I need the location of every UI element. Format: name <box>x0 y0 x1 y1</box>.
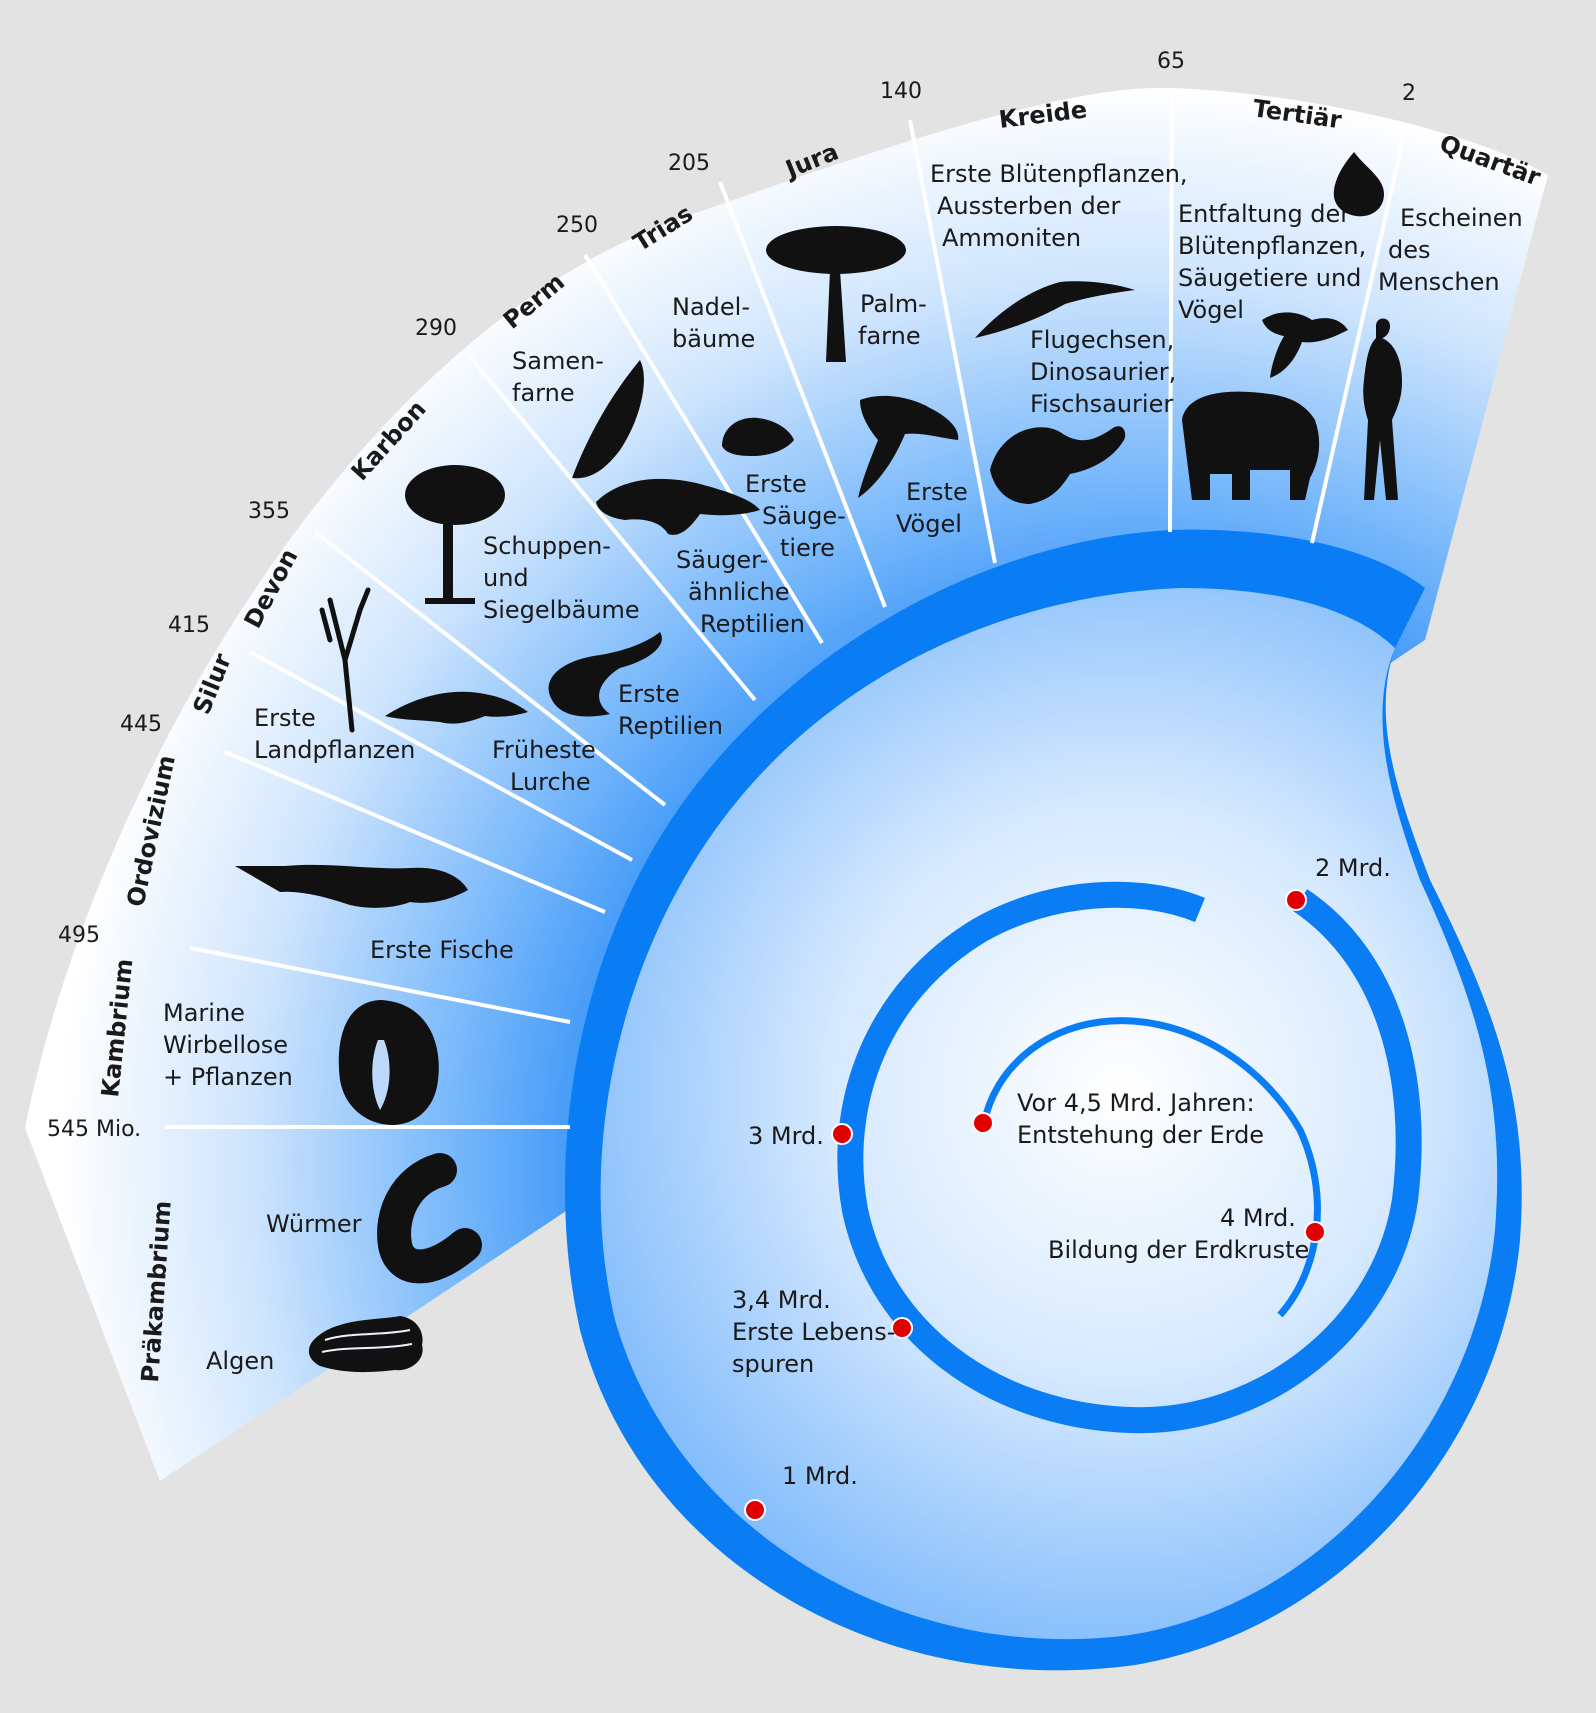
event-perm-3: Säuger- <box>676 546 768 574</box>
amphibian-icon <box>385 691 528 724</box>
event-labels: Würmer Algen Marine Wirbellose + Pflanze… <box>163 160 1523 1375</box>
marker-dot-origin <box>972 1112 994 1134</box>
bird-icon <box>1262 312 1348 378</box>
event-quartar-2: des <box>1388 236 1431 264</box>
marker-dot-4mrd <box>1304 1221 1326 1243</box>
event-trias-5: tiere <box>780 534 835 562</box>
event-trias-3: Erste <box>745 470 807 498</box>
sauropod-icon <box>990 426 1126 504</box>
marker-4mrd-line1: 4 Mrd. <box>1220 1204 1296 1232</box>
boundary-495: 495 <box>58 923 100 948</box>
pterosaur-icon <box>975 281 1135 338</box>
synapsid-icon <box>596 478 760 535</box>
event-kambrium-2: Wirbellose <box>163 1031 288 1059</box>
marker-dot-3mrd <box>831 1123 853 1145</box>
marker-4mrd-line2: Bildung der Erdkruste <box>1048 1236 1309 1264</box>
event-karbon-2: und <box>483 564 529 592</box>
algae-icon <box>308 1316 423 1373</box>
event-jura-4: Vögel <box>896 510 962 538</box>
event-worms: Würmer <box>266 1210 362 1238</box>
marker-2mrd-label: 2 Mrd. <box>1315 854 1391 882</box>
boundary-445: 445 <box>120 712 162 737</box>
event-kreide-6: Fischsaurier <box>1030 390 1173 418</box>
boundary-545: 545 Mio. <box>47 1117 141 1142</box>
event-perm-4: ähnliche <box>688 578 790 606</box>
boundary-250: 250 <box>556 213 598 238</box>
early-plant-icon <box>319 587 371 733</box>
event-karbon-3: Siegelbäume <box>483 596 640 624</box>
event-kreide-1: Erste Blütenpflanzen, <box>930 160 1188 188</box>
boundary-140: 140 <box>880 79 922 104</box>
flower-icon <box>1333 152 1384 217</box>
event-algae: Algen <box>206 1347 274 1375</box>
lepidodendron-tree-icon <box>405 465 505 604</box>
event-kambrium-3: + Pflanzen <box>163 1063 293 1091</box>
marker-34mrd-line2: Erste Lebens- <box>732 1318 895 1346</box>
archaeopteryx-icon <box>858 395 959 498</box>
event-tertiar-1: Entfaltung der <box>1178 200 1350 228</box>
boundary-labels: 545 Mio. 495 445 415 355 290 250 205 140… <box>47 49 1416 1142</box>
early-mammal-icon <box>722 417 794 456</box>
event-perm-5: Reptilien <box>700 610 805 638</box>
event-fish: Erste Fische <box>370 936 514 964</box>
marker-34mrd-line1: 3,4 Mrd. <box>732 1286 831 1314</box>
event-tertiar-3: Säugetiere und <box>1178 264 1361 292</box>
event-devon-2: Lurche <box>510 768 591 796</box>
event-silur-2: Landpflanzen <box>254 736 415 764</box>
period-boundary-lines <box>165 92 1407 1129</box>
boundary-290: 290 <box>415 316 457 341</box>
worm-icon <box>377 1153 482 1284</box>
event-karbon-5: Reptilien <box>618 712 723 740</box>
fish-icon <box>235 864 468 908</box>
marker-3mrd-label: 3 Mrd. <box>748 1122 824 1150</box>
event-quartar-3: Menschen <box>1378 268 1500 296</box>
boundary-2: 2 <box>1402 81 1416 106</box>
trilobite-icon <box>338 1000 439 1125</box>
marker-1mrd-label: 1 Mrd. <box>782 1462 858 1490</box>
spiral-markers: Vor 4,5 Mrd. Jahren: Entstehung der Erde… <box>732 854 1391 1521</box>
event-silur-1: Erste <box>254 704 316 732</box>
event-tertiar-2: Blütenpflanzen, <box>1178 232 1366 260</box>
event-kambrium-1: Marine <box>163 999 245 1027</box>
boundary-415: 415 <box>168 613 210 638</box>
marker-dot-1mrd <box>744 1499 766 1521</box>
elephant-icon <box>1182 391 1320 500</box>
event-kreide-2: Aussterben der <box>937 192 1121 220</box>
event-trias-4: Säuge- <box>762 502 846 530</box>
event-jura-3: Erste <box>906 478 968 506</box>
event-karbon-4: Erste <box>618 680 680 708</box>
marker-origin-line2: Entstehung der Erde <box>1017 1121 1264 1149</box>
cycad-palm-icon <box>766 226 906 362</box>
boundary-355: 355 <box>248 499 290 524</box>
boundary-65: 65 <box>1157 49 1185 74</box>
event-trias-1: Nadel- <box>672 293 750 321</box>
event-jura-2: farne <box>858 322 921 350</box>
event-kreide-5: Dinosaurier, <box>1030 358 1176 386</box>
event-perm-2: farne <box>512 379 575 407</box>
silhouettes <box>235 152 1402 1373</box>
event-jura-1: Palm- <box>860 290 927 318</box>
human-icon <box>1363 318 1402 500</box>
event-kreide-3: Ammoniten <box>942 224 1081 252</box>
marker-origin-line1: Vor 4,5 Mrd. Jahren: <box>1017 1089 1255 1117</box>
event-quartar-1: Escheinen <box>1400 204 1523 232</box>
event-devon-1: Früheste <box>492 736 596 764</box>
event-trias-2: bäume <box>672 325 755 353</box>
marker-dot-2mrd <box>1285 889 1307 911</box>
marker-34mrd-line3: spuren <box>732 1350 814 1378</box>
reptile-icon <box>548 632 662 717</box>
inner-spiral-band <box>837 881 1422 1434</box>
event-karbon-1: Schuppen- <box>483 532 611 560</box>
event-tertiar-4: Vögel <box>1178 296 1244 324</box>
event-perm-1: Samen- <box>512 347 604 375</box>
boundary-205: 205 <box>668 151 710 176</box>
marker-dot-34mrd <box>891 1317 913 1339</box>
event-kreide-4: Flugechsen, <box>1030 326 1174 354</box>
seed-fern-icon <box>572 360 644 479</box>
